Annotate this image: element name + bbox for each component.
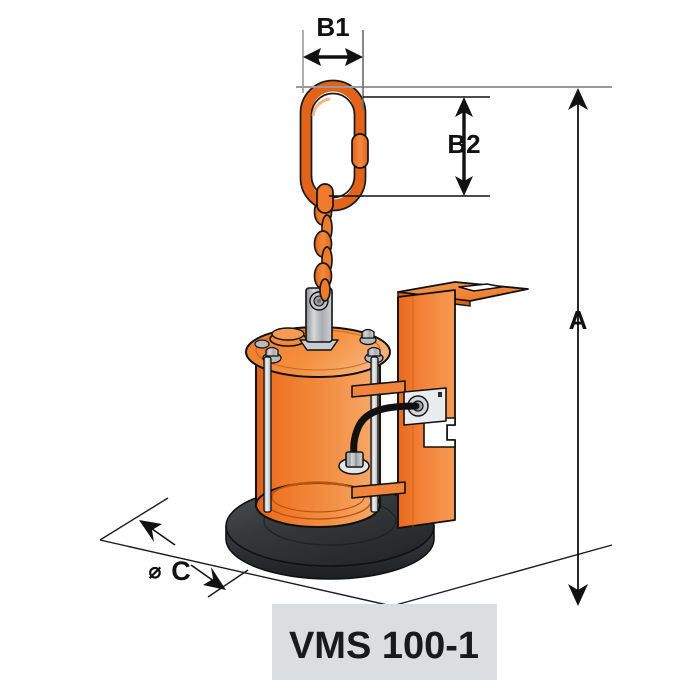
lid-bolt-rear-left <box>254 339 270 349</box>
hose-and-fittings <box>338 387 447 475</box>
chain-anchor-bracket <box>299 287 339 351</box>
b2-arrowhead-bottom <box>455 176 473 196</box>
column-notch <box>423 417 456 448</box>
c-arrowhead-lower <box>203 567 226 590</box>
master-link-highlight <box>311 97 331 117</box>
c-label: C <box>171 556 191 586</box>
product-label: VMS 100-1 <box>272 604 497 680</box>
a-label: A <box>569 305 588 335</box>
filler-cap <box>269 327 307 347</box>
dimension-a: A <box>568 88 588 606</box>
dimension-c: ⌀ C <box>139 520 226 590</box>
b1-arrowhead-left <box>303 48 321 66</box>
b2-arrowhead-top <box>455 97 473 117</box>
anchor-pin-core <box>317 299 321 303</box>
b1-label: B1 <box>316 12 349 42</box>
base-leader-left <box>99 497 169 541</box>
lid-bolt-right-rear <box>359 328 377 346</box>
chain-link-6 <box>319 278 331 302</box>
a-arrowhead-bottom <box>568 584 588 606</box>
b2-label: B2 <box>447 129 480 159</box>
master-link <box>299 79 369 214</box>
tank-assembly <box>245 326 406 528</box>
ground-line-left <box>99 539 393 607</box>
lid-bolt-front-left <box>262 346 282 364</box>
filler-cap-top <box>271 327 305 341</box>
c-arrowhead-upper <box>139 520 162 542</box>
valve-fitting <box>338 451 370 475</box>
dimension-b1: B1 <box>303 12 363 66</box>
hose <box>350 402 420 462</box>
ground-line-right <box>391 544 613 607</box>
product-label-box <box>272 604 497 680</box>
ground-lines <box>99 497 613 607</box>
valve-body <box>345 451 364 468</box>
extension-lines <box>296 30 612 197</box>
lid-bolts <box>254 328 384 364</box>
master-link-sleeve <box>351 133 369 169</box>
a-arrowhead-top <box>568 88 588 110</box>
base-leader-right <box>207 569 249 598</box>
top-shelf-slot <box>458 283 503 292</box>
pivot-bracket-pin <box>438 392 442 397</box>
master-link-ring <box>300 80 366 211</box>
clamp-band-lower <box>351 481 406 499</box>
master-link-outer-edge <box>299 79 367 212</box>
tie-rod-left <box>263 356 272 513</box>
master-link-inner-edge <box>310 92 356 199</box>
c-diameter-symbol: ⌀ <box>149 560 162 583</box>
product-label-text: VMS 100-1 <box>289 625 479 667</box>
b1-arrowhead-right <box>345 48 363 66</box>
dimension-b2: B2 <box>447 97 481 196</box>
chain <box>313 198 333 302</box>
master-link-coupling <box>316 183 334 214</box>
clamp-bands <box>351 380 406 499</box>
